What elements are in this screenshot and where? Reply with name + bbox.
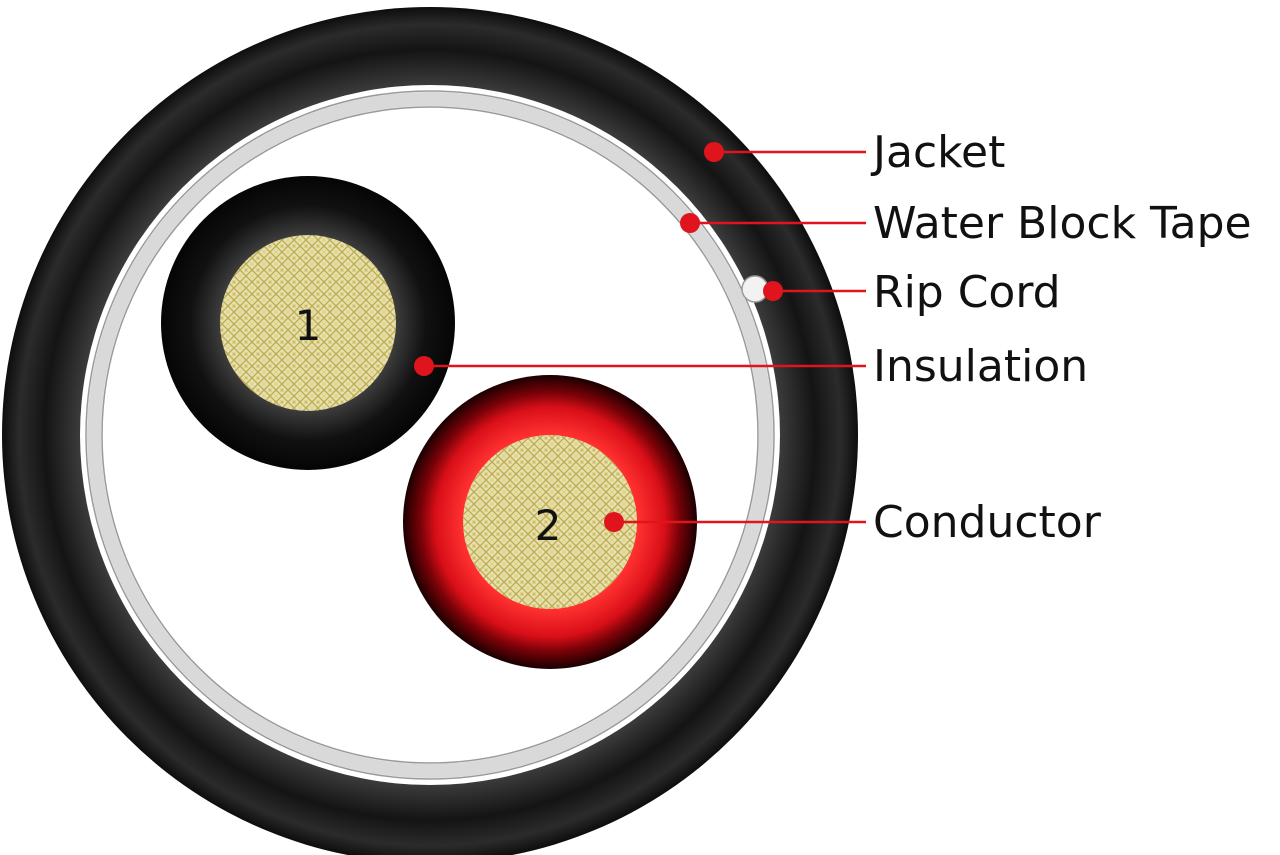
jacket-leader-dot — [704, 142, 724, 162]
cable-interior — [80, 85, 780, 785]
water-block-tape-label: Water Block Tape — [873, 198, 1252, 249]
rip-cord-label: Rip Cord — [873, 267, 1061, 318]
core-1-number: 1 — [295, 301, 322, 350]
core-2-number: 2 — [535, 501, 562, 550]
conductor-leader-dot — [604, 512, 624, 532]
rip-cord-leader-dot — [763, 281, 783, 301]
insulation-leader-dot — [414, 356, 434, 376]
leader-lines — [424, 150, 866, 524]
water-block-tape-ring — [87, 92, 773, 778]
jacket-label: Jacket — [870, 127, 1005, 178]
insulation-label: Insulation — [873, 341, 1088, 392]
water-block-tape-inner-edge — [101, 106, 759, 764]
leader-dots — [414, 142, 783, 532]
core-1-conductor — [220, 235, 396, 411]
water-block-tape-leader-dot — [680, 213, 700, 233]
core-2-conductor — [463, 435, 637, 609]
water-block-tape-outer-edge — [85, 90, 775, 780]
conductor-label: Conductor — [873, 497, 1102, 548]
